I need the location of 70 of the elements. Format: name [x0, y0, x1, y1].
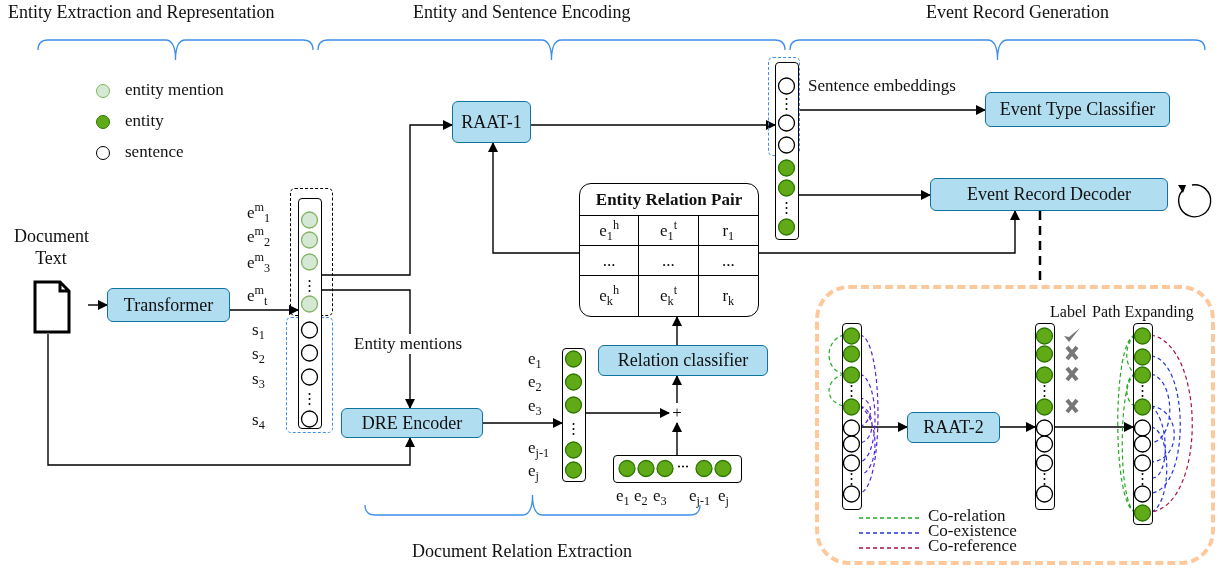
- vector-label: e$_{j}$: [528, 461, 539, 481]
- process-box: Relation classifier: [598, 345, 768, 376]
- section-heading: Entity Extraction and Representation: [8, 2, 275, 23]
- table-cell: r$_{1}$: [698, 216, 758, 246]
- arrow: [1054, 422, 1134, 432]
- arrow: [321, 120, 453, 276]
- vector-label: e$_{3}$: [528, 396, 542, 416]
- arrow: [672, 422, 682, 456]
- process-box: RAAT-2: [907, 412, 1000, 443]
- legend-label: entity: [125, 111, 164, 131]
- document-label: Document Text: [14, 226, 88, 270]
- arrow: [798, 105, 986, 115]
- legend-label: entity mention: [125, 80, 224, 100]
- table-header: Entity Relation Pair: [580, 184, 758, 216]
- arrow: [758, 210, 1020, 254]
- column-heading: Label: [1050, 303, 1087, 322]
- vector-label: e$_{1}$: [616, 486, 630, 506]
- embedding-column: [298, 198, 322, 429]
- process-box: RAAT-1: [452, 101, 531, 143]
- arrow: [482, 418, 563, 428]
- embedding-column: [1035, 323, 1055, 510]
- plus-sign: +: [669, 403, 685, 423]
- section-heading: Event Record Generation: [926, 2, 1109, 23]
- process-box: Event Type Classifier: [985, 92, 1170, 127]
- vector-label: s$_{2}$: [252, 344, 265, 364]
- arrow: [585, 408, 670, 418]
- arrow: [798, 190, 931, 200]
- arrow: [321, 289, 415, 409]
- arrow: [672, 316, 682, 346]
- embedding-column: [842, 323, 862, 510]
- dashed-group-outline: [290, 188, 333, 316]
- vector-label: e$_{j-1}$: [689, 486, 711, 506]
- arrow: [47, 333, 415, 466]
- edge-label: Entity mentions: [352, 334, 465, 354]
- vector-label: e$_{2}$: [528, 372, 542, 392]
- vector-label: s$_{3}$: [252, 369, 265, 389]
- dashed-group-outline: [768, 57, 800, 156]
- vector-label: s$_{1}$: [252, 320, 265, 340]
- arrow: [999, 422, 1036, 432]
- vector-label: e$_{j}$: [718, 486, 729, 506]
- arrow: [861, 422, 908, 432]
- vector-label: e$_{3}$: [653, 486, 667, 506]
- relation-table: [579, 183, 759, 317]
- table-cell: ...: [580, 246, 640, 276]
- vector-label: e$_{j-1}$: [528, 438, 550, 458]
- vector-label: s$_{4}$: [252, 410, 265, 430]
- table-cell: ...: [698, 246, 758, 276]
- table-cell-text: r$_{k}$: [721, 285, 736, 311]
- embedding-column: [775, 62, 799, 240]
- edge-label: Sentence embeddings: [806, 76, 958, 96]
- arrow: [229, 305, 299, 315]
- process-box: Transformer: [107, 288, 230, 322]
- section-heading: Document Relation Extraction: [412, 541, 632, 562]
- arrow: [672, 375, 682, 404]
- table-cell: ...: [639, 246, 699, 276]
- dashed-group-outline: [286, 317, 333, 433]
- arrow: [530, 120, 776, 130]
- arrow: [87, 300, 108, 310]
- vector-label: e$_{2}$: [634, 486, 648, 506]
- process-box: DRE Encoder: [341, 408, 483, 438]
- legend-label: sentence: [125, 142, 184, 162]
- vector-label: e$_{1}$: [528, 349, 542, 369]
- dashed-region: [815, 285, 1215, 565]
- embedding-column: [613, 455, 742, 483]
- process-box: Event Record Decoder: [930, 178, 1168, 211]
- section-heading: Entity and Sentence Encoding: [413, 2, 631, 23]
- arrow: [488, 142, 580, 254]
- embedding-column: [1133, 323, 1153, 525]
- vector-label: Path Expanding: [1092, 303, 1194, 322]
- embedding-column: [562, 348, 586, 482]
